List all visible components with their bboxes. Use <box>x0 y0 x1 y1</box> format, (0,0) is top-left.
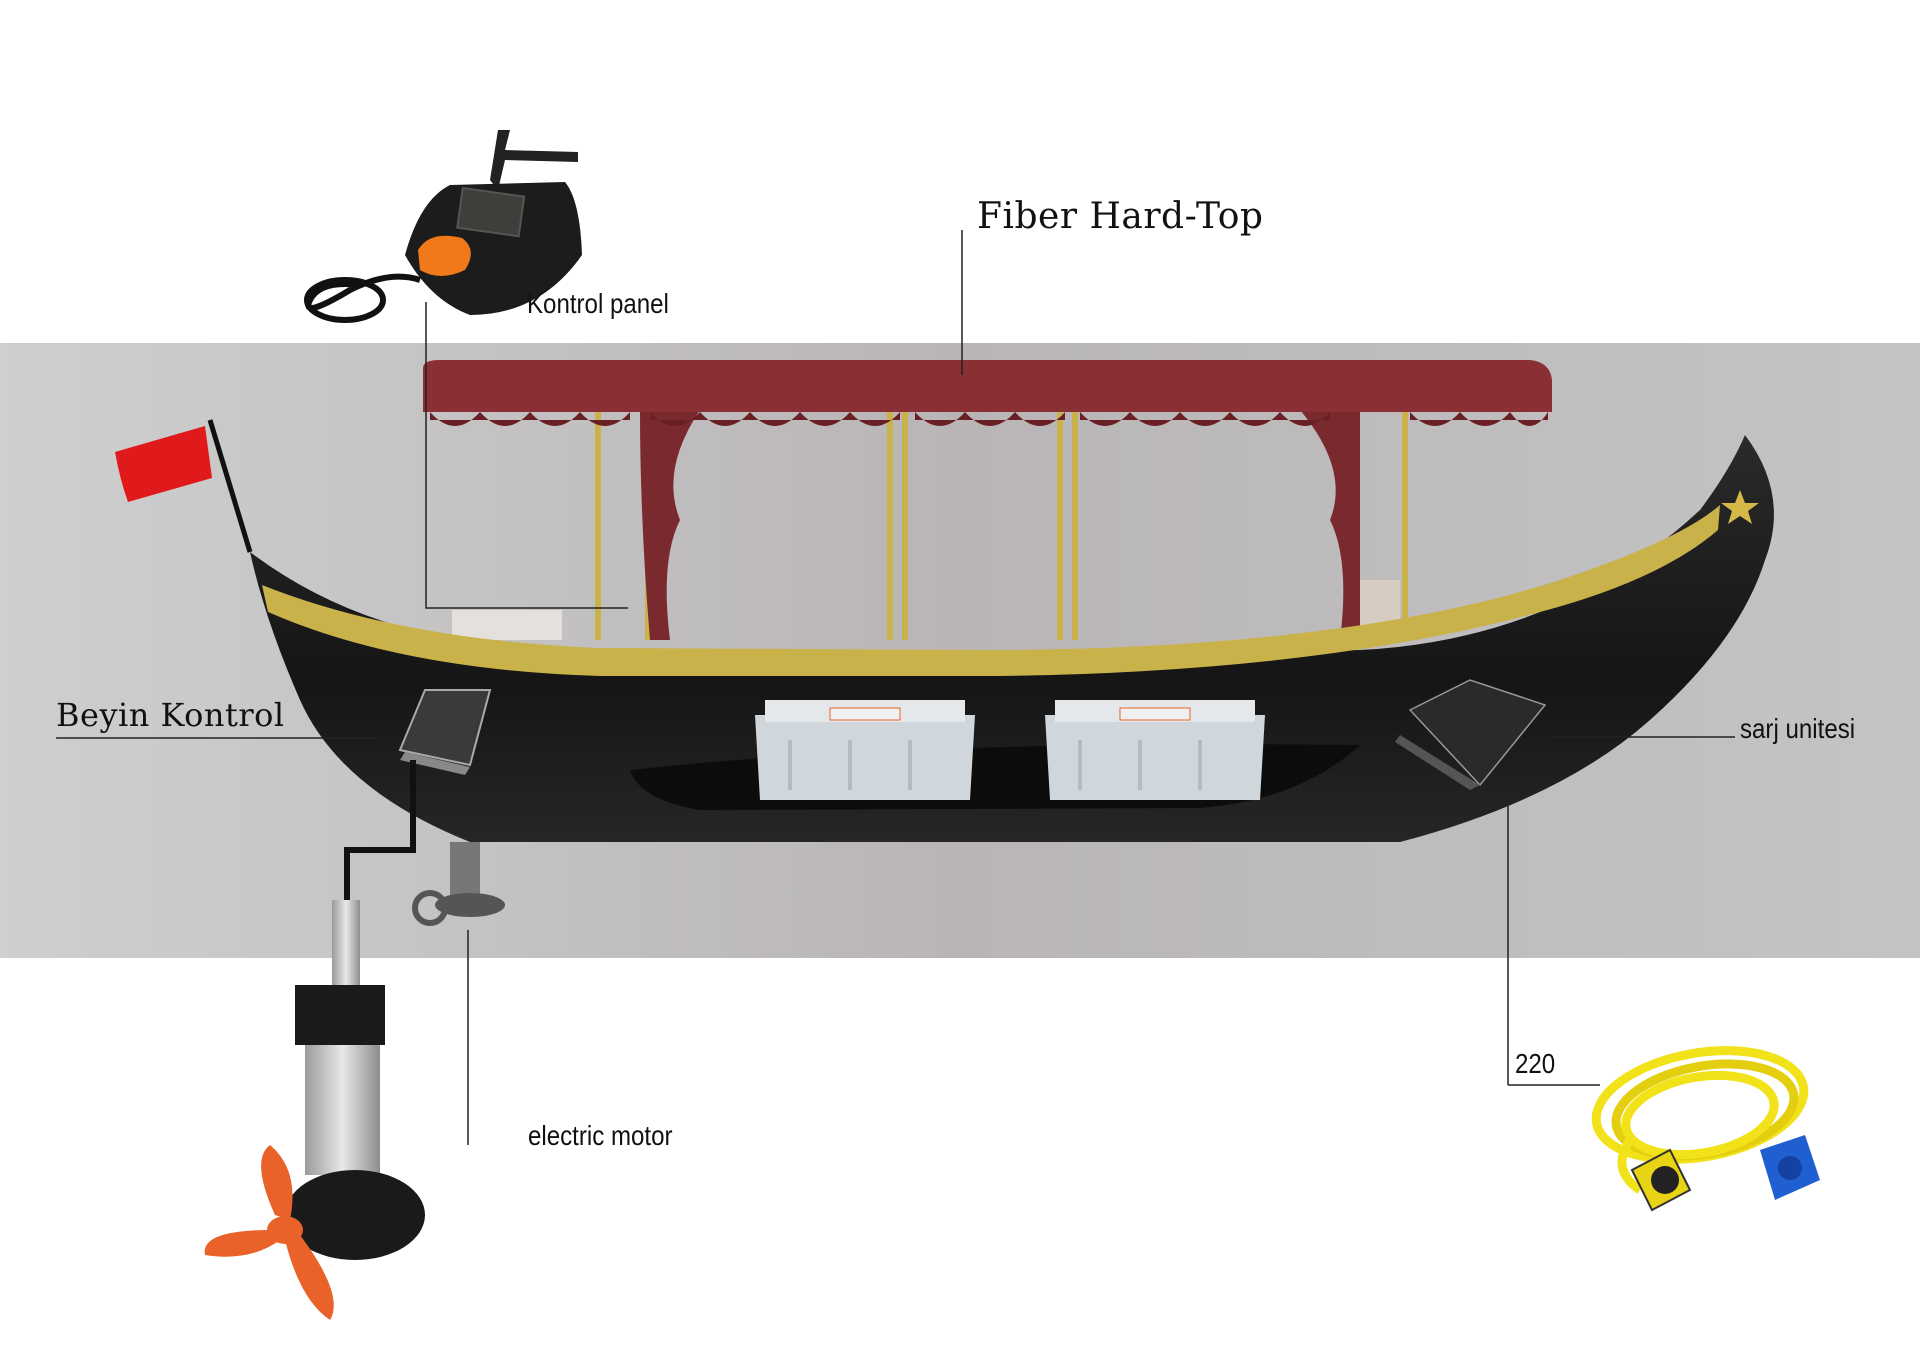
label-220: 220 <box>1515 1048 1556 1079</box>
motor-shaft-top <box>332 900 360 985</box>
keel-mount <box>450 842 480 902</box>
label-beyin-kontrol: Beyin Kontrol <box>56 696 285 734</box>
electric-motor <box>204 900 425 1320</box>
rudder-wheel <box>412 890 448 926</box>
brain-controller <box>398 689 492 775</box>
label-kontrol-panel: Kontrol panel <box>527 288 669 319</box>
label-fiber-hard-top: Fiber Hard-Top <box>977 196 1264 237</box>
leader-kontrol <box>425 302 628 609</box>
motor-pod <box>285 1170 425 1260</box>
seat-front <box>452 610 562 640</box>
motor-clamp <box>295 985 385 1045</box>
hull <box>250 435 1774 842</box>
control-panel-device <box>304 130 582 323</box>
panel-orange-button <box>418 235 471 276</box>
leader-lines <box>56 230 1735 1145</box>
hull-gold-stripe <box>262 505 1720 676</box>
shore-power-cable <box>1591 1046 1820 1212</box>
label-sarj-unitesi: sarj unitesi <box>1740 713 1856 744</box>
battery-1 <box>755 700 975 800</box>
flag-pole <box>207 419 253 553</box>
motor-leg <box>305 1045 380 1175</box>
canopy-arch-left <box>640 410 700 640</box>
panel-coil <box>304 277 386 323</box>
canopy-scallops <box>430 412 1548 426</box>
canopy-roof <box>423 360 1552 412</box>
charger-unit <box>1395 679 1547 790</box>
controller-to-motor-cable <box>344 760 416 900</box>
keel-foil <box>435 893 505 917</box>
panel-cord <box>305 273 421 311</box>
panel-body <box>405 182 582 315</box>
label-electric-motor: electric motor <box>528 1120 673 1151</box>
throttle-lever <box>490 130 578 190</box>
flag <box>115 426 212 502</box>
panel-screen <box>456 186 526 238</box>
bow-star <box>1721 490 1759 524</box>
canopy-arch-right <box>1300 410 1360 640</box>
battery-2 <box>1045 700 1265 800</box>
